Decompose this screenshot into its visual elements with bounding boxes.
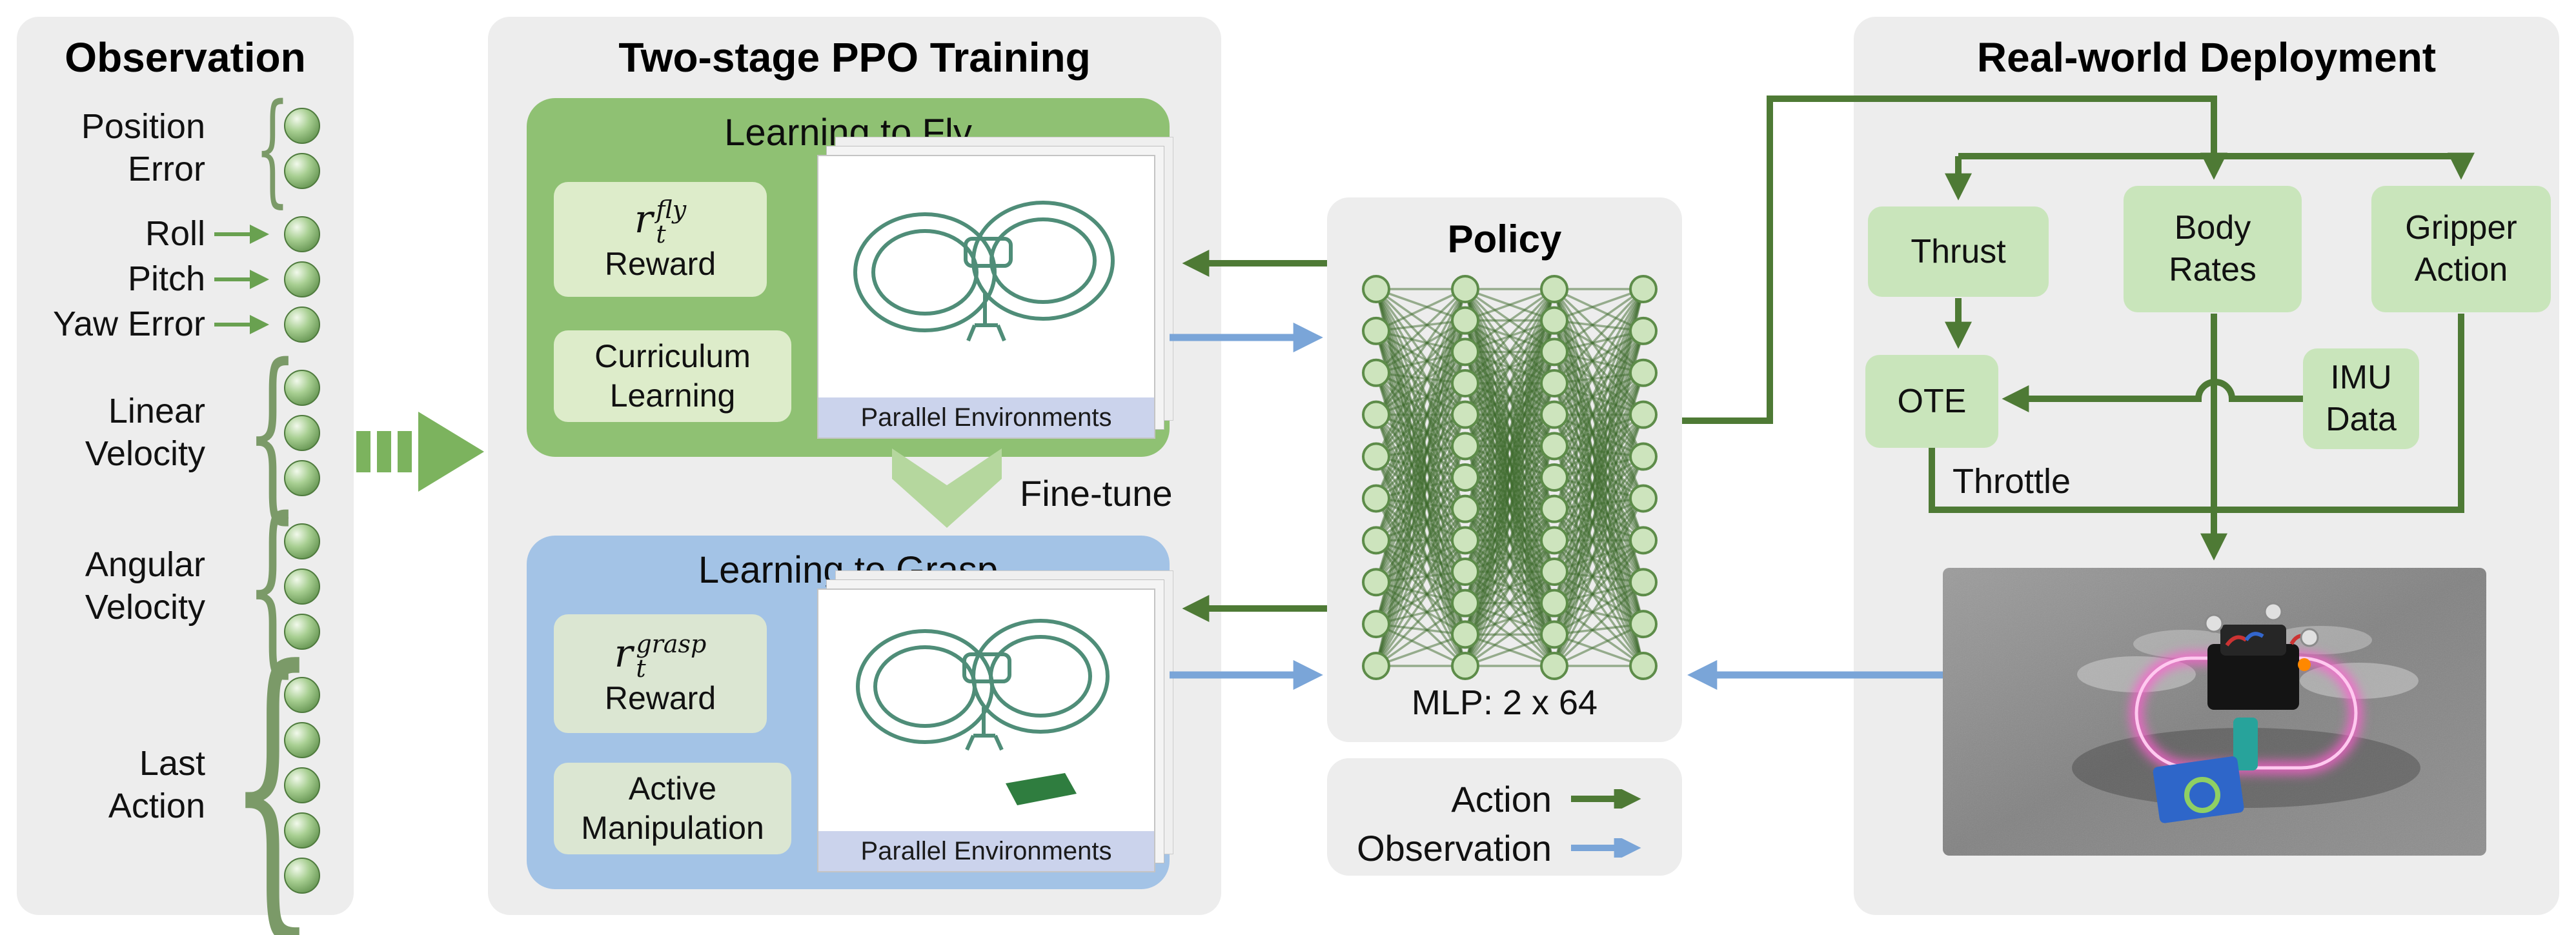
imu-data-box: IMU Data (2303, 348, 2419, 449)
curriculum-learning-box: Curriculum Learning (554, 330, 791, 422)
legend-action-row: Action (1343, 778, 1659, 819)
thrust-box: Thrust (1868, 206, 2049, 297)
fly-drone-sketch (853, 201, 1115, 342)
fly-parallel-environments-card: Parallel Environments (817, 155, 1155, 439)
fine-tune-down-arrow-icon (892, 448, 1002, 528)
fly-reward-label: Reward (604, 245, 716, 282)
fly-env-label: Parallel Environments (818, 397, 1154, 437)
gripper-action-box: Gripper Action (2371, 186, 2551, 312)
fine-tune-label: Fine-tune (1020, 473, 1173, 514)
grasp-drone-sketch (856, 619, 1110, 805)
observation-group-label: Last Action (108, 744, 205, 825)
training-title: Two-stage PPO Training (618, 34, 1091, 81)
grasp-parallel-environments-card: Parallel Environments (817, 588, 1155, 872)
legend-action-label: Action (1451, 778, 1552, 819)
active-manipulation-box: Active Manipulation (554, 763, 791, 854)
mlp-size-label: MLP: 2 x 64 (1411, 683, 1598, 722)
grasp-reward-label: Reward (604, 679, 716, 716)
observation-group-label: Pitch (127, 259, 205, 299)
throttle-label: Throttle (1952, 462, 2071, 501)
observation-group-label: Linear Velocity (85, 392, 205, 473)
learning-to-grasp-title: Learning to Grasp (698, 549, 999, 591)
observation-input-arrow-icon (356, 412, 484, 492)
deployment-title: Real-world Deployment (1976, 34, 2437, 81)
ote-box: OTE (1865, 355, 1998, 448)
observation-group-label: Roll (145, 214, 205, 254)
observation-group-label: Position Error (81, 107, 205, 188)
action-arrow-icon (1571, 789, 1641, 809)
drone-photo (1943, 568, 2486, 856)
observation-title: Observation (65, 34, 306, 81)
grasp-env-label: Parallel Environments (818, 831, 1154, 871)
body-rates-box: Body Rates (2124, 186, 2302, 312)
observation-group-label: Yaw Error (52, 305, 205, 344)
observation-arrow-icon (1571, 838, 1641, 858)
observation-group-label: Angular Velocity (85, 545, 205, 627)
policy-panel (1327, 197, 1682, 742)
learning-to-fly-title: Learning to Fly (724, 112, 972, 154)
legend-observation-row: Observation (1343, 827, 1659, 869)
drone-photo-art (1943, 568, 2486, 856)
policy-title: Policy (1447, 217, 1562, 261)
legend-observation-label: Observation (1357, 827, 1552, 869)
